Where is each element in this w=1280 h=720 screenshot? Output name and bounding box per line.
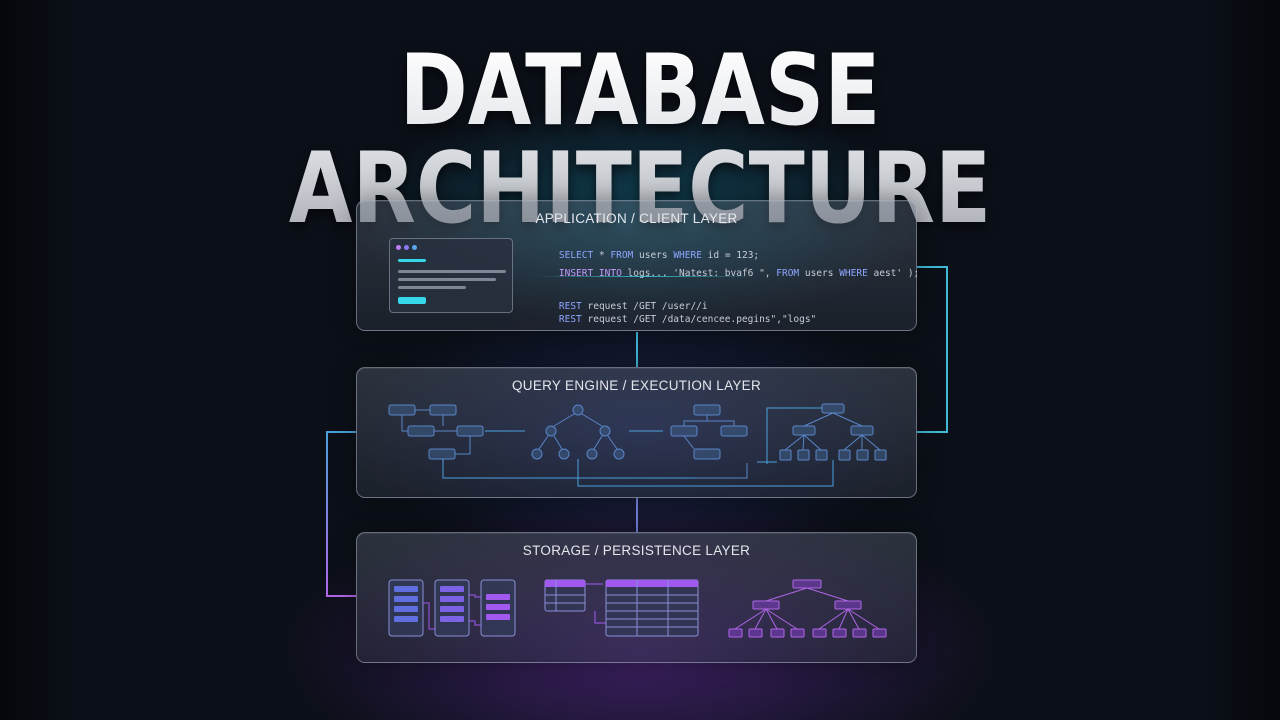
- window-button-icon: [398, 297, 426, 304]
- plan-node: [874, 449, 887, 461]
- btree-leaf: [852, 628, 867, 638]
- btree-leaf: [770, 628, 785, 638]
- page-block: [394, 596, 418, 602]
- connector-right: [917, 266, 948, 433]
- page-block: [440, 586, 464, 592]
- btree-leaf: [728, 628, 743, 638]
- table-header: [545, 580, 585, 587]
- btree-leaf: [812, 628, 827, 638]
- plan-node: [850, 425, 874, 436]
- code-line: REST request /GET /user//i: [558, 301, 708, 312]
- plan-node: [797, 449, 810, 461]
- page-title: DATABASE ARCHITECTURE: [102, 42, 1177, 238]
- page-block: [394, 606, 418, 612]
- window-line: [398, 259, 426, 262]
- plan-node: [429, 404, 457, 416]
- tree-node: [613, 448, 625, 460]
- plan-node: [792, 425, 816, 436]
- query-plan-diagram: [388, 403, 887, 487]
- code-line: REST request /GET /data/cencee.pegins","…: [558, 314, 817, 325]
- plan-node: [693, 404, 721, 416]
- page-block: [440, 606, 464, 612]
- tree-node: [572, 404, 584, 416]
- plan-node: [456, 425, 484, 437]
- page-block: [394, 586, 418, 592]
- plan-node: [856, 449, 869, 461]
- application-client-layer: APPLICATION / CLIENT LAYER SELECT * FROM…: [356, 200, 920, 331]
- plan-node: [407, 425, 435, 437]
- plan-node: [838, 449, 851, 461]
- btree-leaf: [790, 628, 805, 638]
- window-line: [398, 286, 466, 289]
- btree-node: [834, 600, 862, 610]
- plan-node: [388, 404, 416, 416]
- storage-layer-title: STORAGE / PERSISTENCE LAYER: [522, 543, 751, 558]
- btree-node: [752, 600, 780, 610]
- window-dot-icon: [396, 245, 401, 250]
- code-line: SELECT * FROM users WHERE id = 123;: [558, 250, 760, 261]
- page-block: [440, 616, 464, 622]
- storage-persistence-layer: STORAGE / PERSISTENCE LAYER: [356, 532, 917, 663]
- tree-node: [558, 448, 570, 460]
- plan-node: [815, 449, 828, 461]
- btree-leaf: [832, 628, 847, 638]
- table-header: [606, 580, 698, 587]
- page-block: [486, 594, 510, 600]
- plan-node: [821, 403, 845, 414]
- code-divider: [536, 276, 756, 277]
- page-block: [394, 616, 418, 622]
- query-engine-layer: QUERY ENGINE / EXECUTION LAYER: [356, 367, 917, 498]
- plan-node: [693, 448, 721, 460]
- page-block: [486, 614, 510, 620]
- tree-node: [545, 425, 557, 437]
- tree-node: [599, 425, 611, 437]
- window-dot-icon: [412, 245, 417, 250]
- btree-leaf: [872, 628, 887, 638]
- connector-left: [326, 431, 356, 597]
- page-block: [486, 604, 510, 610]
- plan-node: [428, 448, 456, 460]
- plan-node: [779, 449, 792, 461]
- application-layer-title: APPLICATION / CLIENT LAYER: [535, 211, 738, 226]
- code-line: INSERT INTO logs... 'Natest: bvaf6 ", FR…: [558, 268, 920, 279]
- tree-node: [586, 448, 598, 460]
- plan-node: [720, 425, 748, 437]
- page-block: [440, 596, 464, 602]
- data-table: [605, 579, 699, 637]
- btree-root: [792, 579, 822, 589]
- storage-diagram: [388, 579, 887, 638]
- btree-leaf: [748, 628, 763, 638]
- app-window-illustration: [389, 238, 513, 313]
- query-layer-title: QUERY ENGINE / EXECUTION LAYER: [511, 378, 762, 393]
- window-line: [398, 278, 496, 281]
- plan-node: [670, 425, 698, 437]
- tree-node: [531, 448, 543, 460]
- window-dot-icon: [404, 245, 409, 250]
- window-line: [398, 270, 506, 273]
